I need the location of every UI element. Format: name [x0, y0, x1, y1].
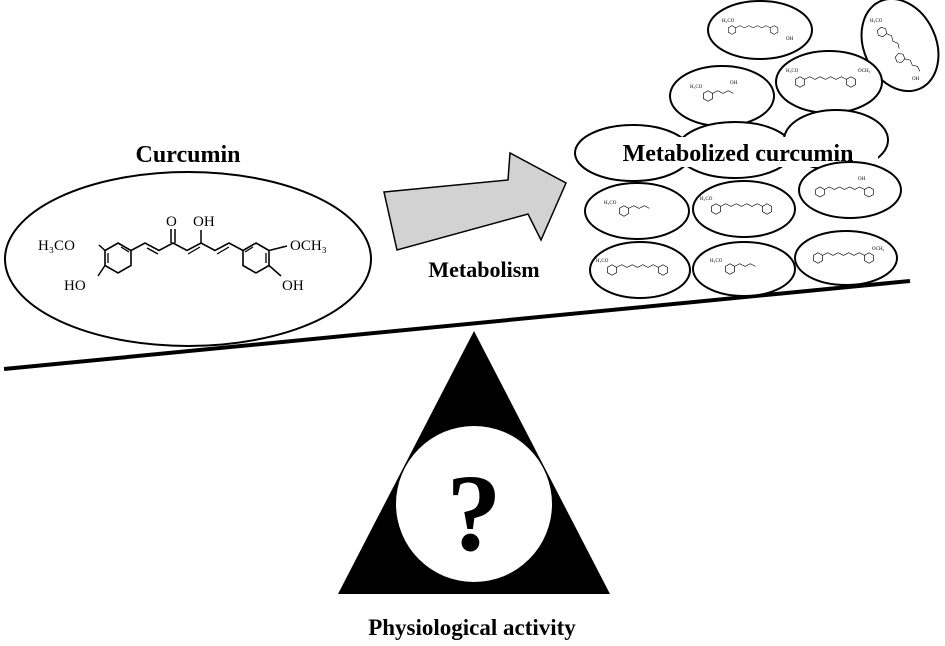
metabolite-text: H₃CO	[722, 19, 735, 24]
metabolite-ellipse	[794, 230, 898, 286]
metabolite-text: H₃CO	[870, 19, 883, 24]
curcumin-right-hydroxy: OH	[282, 278, 304, 294]
metabolite-ellipse	[775, 50, 883, 114]
metabolite-ellipse	[707, 0, 813, 60]
curcumin-right-methoxy: OCH₃	[290, 238, 327, 254]
curcumin-left-hydroxy: HO	[64, 278, 86, 294]
metabolite-ellipse	[589, 241, 691, 299]
metabolite-text: H₃CO	[786, 69, 799, 74]
metabolized-curcumin-label: Metabolized curcumin	[623, 141, 854, 167]
curcumin-ellipse	[4, 171, 372, 347]
metabolite-text: OCH₃	[872, 247, 885, 252]
curcumin-label: Curcumin	[136, 142, 241, 168]
curcumin-keto-oxygen: O	[166, 214, 177, 230]
metabolite-ellipse	[692, 241, 796, 297]
question-mark: ?	[447, 452, 502, 574]
metabolite-text: H₃CO	[700, 197, 713, 202]
metabolism-label: Metabolism	[428, 257, 539, 282]
metabolite-text: OH	[786, 37, 794, 42]
metabolite-text: H₃CO	[710, 259, 723, 264]
curcumin-left-methoxy: H₃CO	[38, 238, 75, 254]
curcumin-structure: H₃CO HO O OH OCH₃ OH	[38, 214, 327, 294]
metabolite-text: OH	[912, 77, 920, 82]
metabolized-label-backdrop	[598, 137, 878, 167]
metabolite-ellipse	[669, 65, 775, 127]
metabolite-text: H₃CO	[604, 201, 617, 206]
metabolite-text: OH	[858, 177, 866, 182]
metabolite-text: H₃CO	[596, 259, 609, 264]
metabolism-arrow	[383, 151, 567, 251]
metabolite-text: OH	[730, 81, 738, 86]
curcumin-enol-hydroxy: OH	[193, 214, 215, 230]
metabolite-text: H₃CO	[690, 85, 703, 90]
metabolite-text: OCH₃	[858, 69, 871, 74]
metabolite-ellipse	[584, 182, 690, 240]
metabolite-pile: H₃CO OH H₃CO OH H₃CO OH H₃CO OCH₃ H₃CO H…	[574, 0, 940, 299]
physiological-activity-label: Physiological activity	[368, 615, 576, 640]
question-circle	[396, 426, 552, 582]
metabolite-ellipse	[798, 161, 902, 219]
metabolite-ellipse	[692, 180, 796, 238]
